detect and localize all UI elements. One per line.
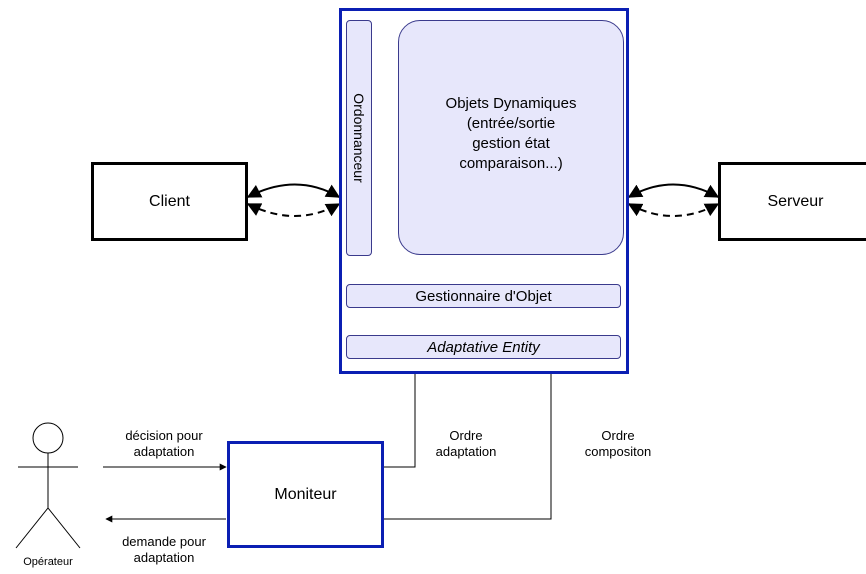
server-node: Serveur — [718, 162, 866, 241]
decision-label: décision pour adaptation — [108, 428, 220, 460]
decision-label-line2: adaptation — [133, 444, 195, 459]
container-to-client-dashed-arrow — [246, 203, 341, 217]
container-to-server-arrow — [627, 183, 720, 198]
dynamic-objects-line3: gestion état — [472, 135, 550, 152]
order-adaptation-line1: Ordre — [449, 428, 483, 443]
order-adaptation-arrow — [384, 361, 419, 468]
order-composition-label: Ordre compositon — [568, 428, 668, 460]
monitor-node: Moniteur — [227, 441, 384, 548]
operator-stick-figure — [15, 422, 81, 549]
monitor-label: Moniteur — [274, 485, 337, 503]
scheduler-node: Ordonnanceur — [346, 20, 372, 256]
scheduler-label: Ordonnanceur — [351, 93, 367, 183]
client-to-container-arrow — [246, 183, 341, 198]
dynamic-objects-title: Objets Dynamiques — [445, 95, 577, 112]
object-manager-label: Gestionnaire d'Objet — [415, 287, 552, 305]
order-composition-line1: Ordre — [601, 428, 635, 443]
request-label-line1: demande pour — [122, 534, 206, 549]
server-label: Serveur — [767, 192, 824, 210]
server-to-container-dashed-arrow — [627, 203, 720, 217]
dynamic-objects-line2: (entrée/sortie — [466, 115, 556, 132]
client-label: Client — [149, 192, 190, 210]
operator-label: Opérateur — [23, 556, 73, 568]
client-node: Client — [91, 162, 248, 241]
request-label: demande pour adaptation — [108, 534, 220, 566]
decision-label-line1: décision pour — [125, 428, 203, 443]
order-adaptation-line2: adaptation — [435, 444, 497, 459]
dynamic-objects-node: Objets Dynamiques (entrée/sortie gestion… — [398, 20, 624, 255]
dynamic-objects-line4: comparaison...) — [459, 155, 563, 172]
order-composition-line2: compositon — [584, 444, 652, 459]
adaptive-entity-label: Adaptative Entity — [427, 338, 540, 356]
adaptive-entity-node: Adaptative Entity — [346, 335, 621, 359]
request-label-line2: adaptation — [133, 550, 195, 565]
order-adaptation-label: Ordre adaptation — [420, 428, 512, 460]
order-composition-arrow — [384, 361, 555, 520]
object-manager-node: Gestionnaire d'Objet — [346, 284, 621, 308]
